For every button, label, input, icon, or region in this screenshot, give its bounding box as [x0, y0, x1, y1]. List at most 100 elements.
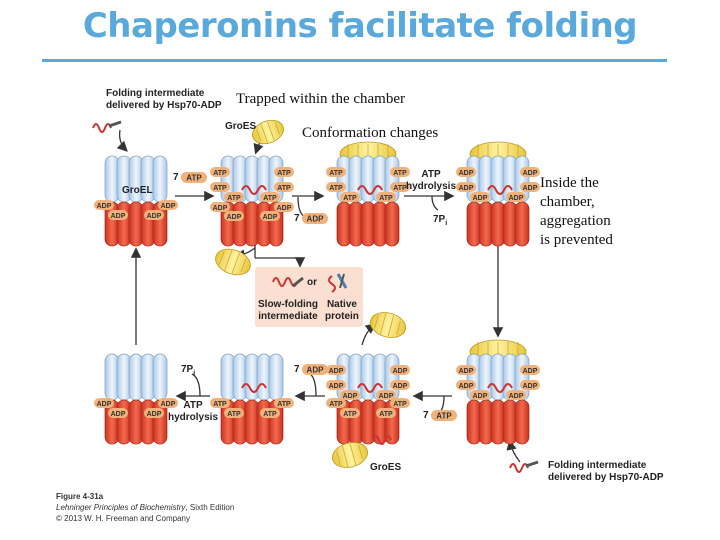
svg-text:ADP: ADP	[147, 411, 162, 418]
label-atp-hydrolysis-bottom: ATP hydrolysis	[168, 400, 218, 424]
label-pi7-bottom-sub: i	[193, 370, 196, 377]
adp-badge-exit-bottom: ADP	[302, 364, 328, 375]
cx1-badge-2: ADP	[108, 210, 128, 220]
cx2-badge-8: ADP	[224, 211, 244, 221]
slow-folding-protein-icon	[272, 276, 304, 288]
cx1-lower-ring	[104, 201, 168, 247]
svg-text:ADP: ADP	[509, 195, 524, 202]
cx8-badge-3: ADP	[144, 408, 164, 418]
cx7-upper-ring	[220, 353, 284, 401]
groes-released-right	[369, 312, 407, 338]
cx4-badge-5: ADP	[506, 192, 526, 202]
svg-text:ADP: ADP	[509, 393, 524, 400]
label-folding-bottom-line-2: delivered by Hsp70-ADP	[548, 472, 664, 483]
label-atp7-top: 7	[173, 172, 179, 183]
label-pi7-top-text: 7P	[433, 214, 446, 225]
cx4-badge-2: ADP	[456, 182, 476, 192]
label-pi7-top-sub: i	[445, 220, 448, 227]
cx6-badge-9: ATP	[376, 408, 396, 418]
cx7-badge-0: ATP	[210, 398, 230, 408]
svg-text:ADP: ADP	[111, 411, 126, 418]
cx6-badge-7: ATP	[390, 398, 410, 408]
note-trapped: Trapped within the chamber	[236, 91, 405, 107]
svg-text:ADP: ADP	[459, 383, 474, 390]
svg-text:ATP: ATP	[213, 185, 227, 192]
cx2-badge-1: ATP	[274, 167, 294, 177]
svg-text:ATP: ATP	[329, 170, 343, 177]
svg-text:ADP: ADP	[459, 368, 474, 375]
cx6-badge-6: ATP	[326, 398, 346, 408]
caption-figure-number: Figure 4-31a	[56, 492, 104, 501]
cx1-upper-ring	[104, 155, 168, 203]
cx3-badge-1: ATP	[390, 167, 410, 177]
svg-text:ATP: ATP	[213, 170, 227, 177]
cx3-badge-5: ATP	[376, 192, 396, 202]
figure-caption: Figure 4-31a Lehninger Principles of Bio…	[56, 491, 234, 524]
svg-text:ADP: ADP	[307, 215, 325, 224]
cx4-badge-4: ADP	[470, 192, 490, 202]
cx6-badge-1: ADP	[390, 365, 410, 375]
svg-text:ADP: ADP	[523, 368, 538, 375]
cx4-protein-icon	[487, 185, 513, 195]
cx2-badge-5: ATP	[260, 192, 280, 202]
label-folding-intermediate-top: Folding intermediate delivered by Hsp70-…	[106, 88, 222, 112]
svg-text:ATP: ATP	[277, 170, 291, 177]
cx7-badge-3: ATP	[260, 408, 280, 418]
cx5-badge-0: ADP	[456, 365, 476, 375]
label-pi7-top: 7Pi	[433, 214, 447, 230]
cx5-badge-5: ADP	[506, 390, 526, 400]
cx4-badge-1: ADP	[520, 167, 540, 177]
native-protein-icon	[328, 273, 348, 293]
svg-text:ATP: ATP	[379, 195, 393, 202]
svg-text:ADP: ADP	[329, 368, 344, 375]
label-folding-bottom-line-1: Folding intermediate	[548, 460, 647, 471]
cx8-badge-2: ADP	[108, 408, 128, 418]
cx5-lower-ring	[466, 399, 530, 445]
label-adp7-bottom: 7	[294, 364, 300, 375]
groes-released-left	[215, 248, 251, 276]
svg-text:ADP: ADP	[277, 205, 292, 212]
cx1-badge-3: ADP	[144, 210, 164, 220]
cx3-lower-ring	[336, 201, 400, 247]
cx2-badge-2: ATP	[210, 182, 230, 192]
cx6-badge-8: ATP	[340, 408, 360, 418]
cx2-badge-9: ADP	[260, 211, 280, 221]
label-native-protein: Native protein	[325, 299, 359, 323]
groel-complex-4: ADP ADP ADP ADP ADP ADP	[456, 141, 540, 247]
cx5-badge-1: ADP	[520, 365, 540, 375]
atp-badge-enter-bottom: ATP	[431, 410, 457, 421]
svg-text:ADP: ADP	[473, 195, 488, 202]
svg-text:ADP: ADP	[523, 185, 538, 192]
cx8-badge-0: ADP	[94, 398, 114, 408]
folding-intermediate-bottom-icon	[509, 460, 539, 473]
cx5-protein-icon	[487, 383, 513, 393]
svg-text:ADP: ADP	[147, 213, 162, 220]
svg-text:ATP: ATP	[227, 195, 241, 202]
svg-text:ADP: ADP	[459, 170, 474, 177]
svg-text:ADP: ADP	[307, 366, 325, 375]
svg-text:ADP: ADP	[523, 383, 538, 390]
svg-text:ATP: ATP	[213, 401, 227, 408]
note-inside-chamber: Inside the chamber, aggregation is preve…	[540, 174, 613, 250]
cx1-badge-1: ADP	[158, 200, 178, 210]
svg-text:ATP: ATP	[186, 174, 202, 183]
cx8-lower-ring	[104, 399, 168, 445]
svg-text:ATP: ATP	[277, 401, 291, 408]
cx2-protein-icon	[241, 185, 267, 195]
label-native-line-1: Native	[326, 299, 357, 310]
caption-copyright: © 2013 W. H. Freeman and Company	[56, 514, 190, 523]
svg-text:ADP: ADP	[263, 214, 278, 221]
svg-text:ATP: ATP	[379, 411, 393, 418]
svg-text:ADP: ADP	[227, 214, 242, 221]
svg-text:ATP: ATP	[329, 185, 343, 192]
cx8-badge-1: ADP	[158, 398, 178, 408]
svg-text:ADP: ADP	[393, 368, 408, 375]
label-atp-hydrolysis-top: ATP hydrolysis	[406, 169, 456, 193]
label-folding-top-line-1: Folding intermediate	[106, 88, 205, 99]
cx6-protein-icon	[357, 383, 383, 393]
svg-text:ATP: ATP	[393, 401, 407, 408]
